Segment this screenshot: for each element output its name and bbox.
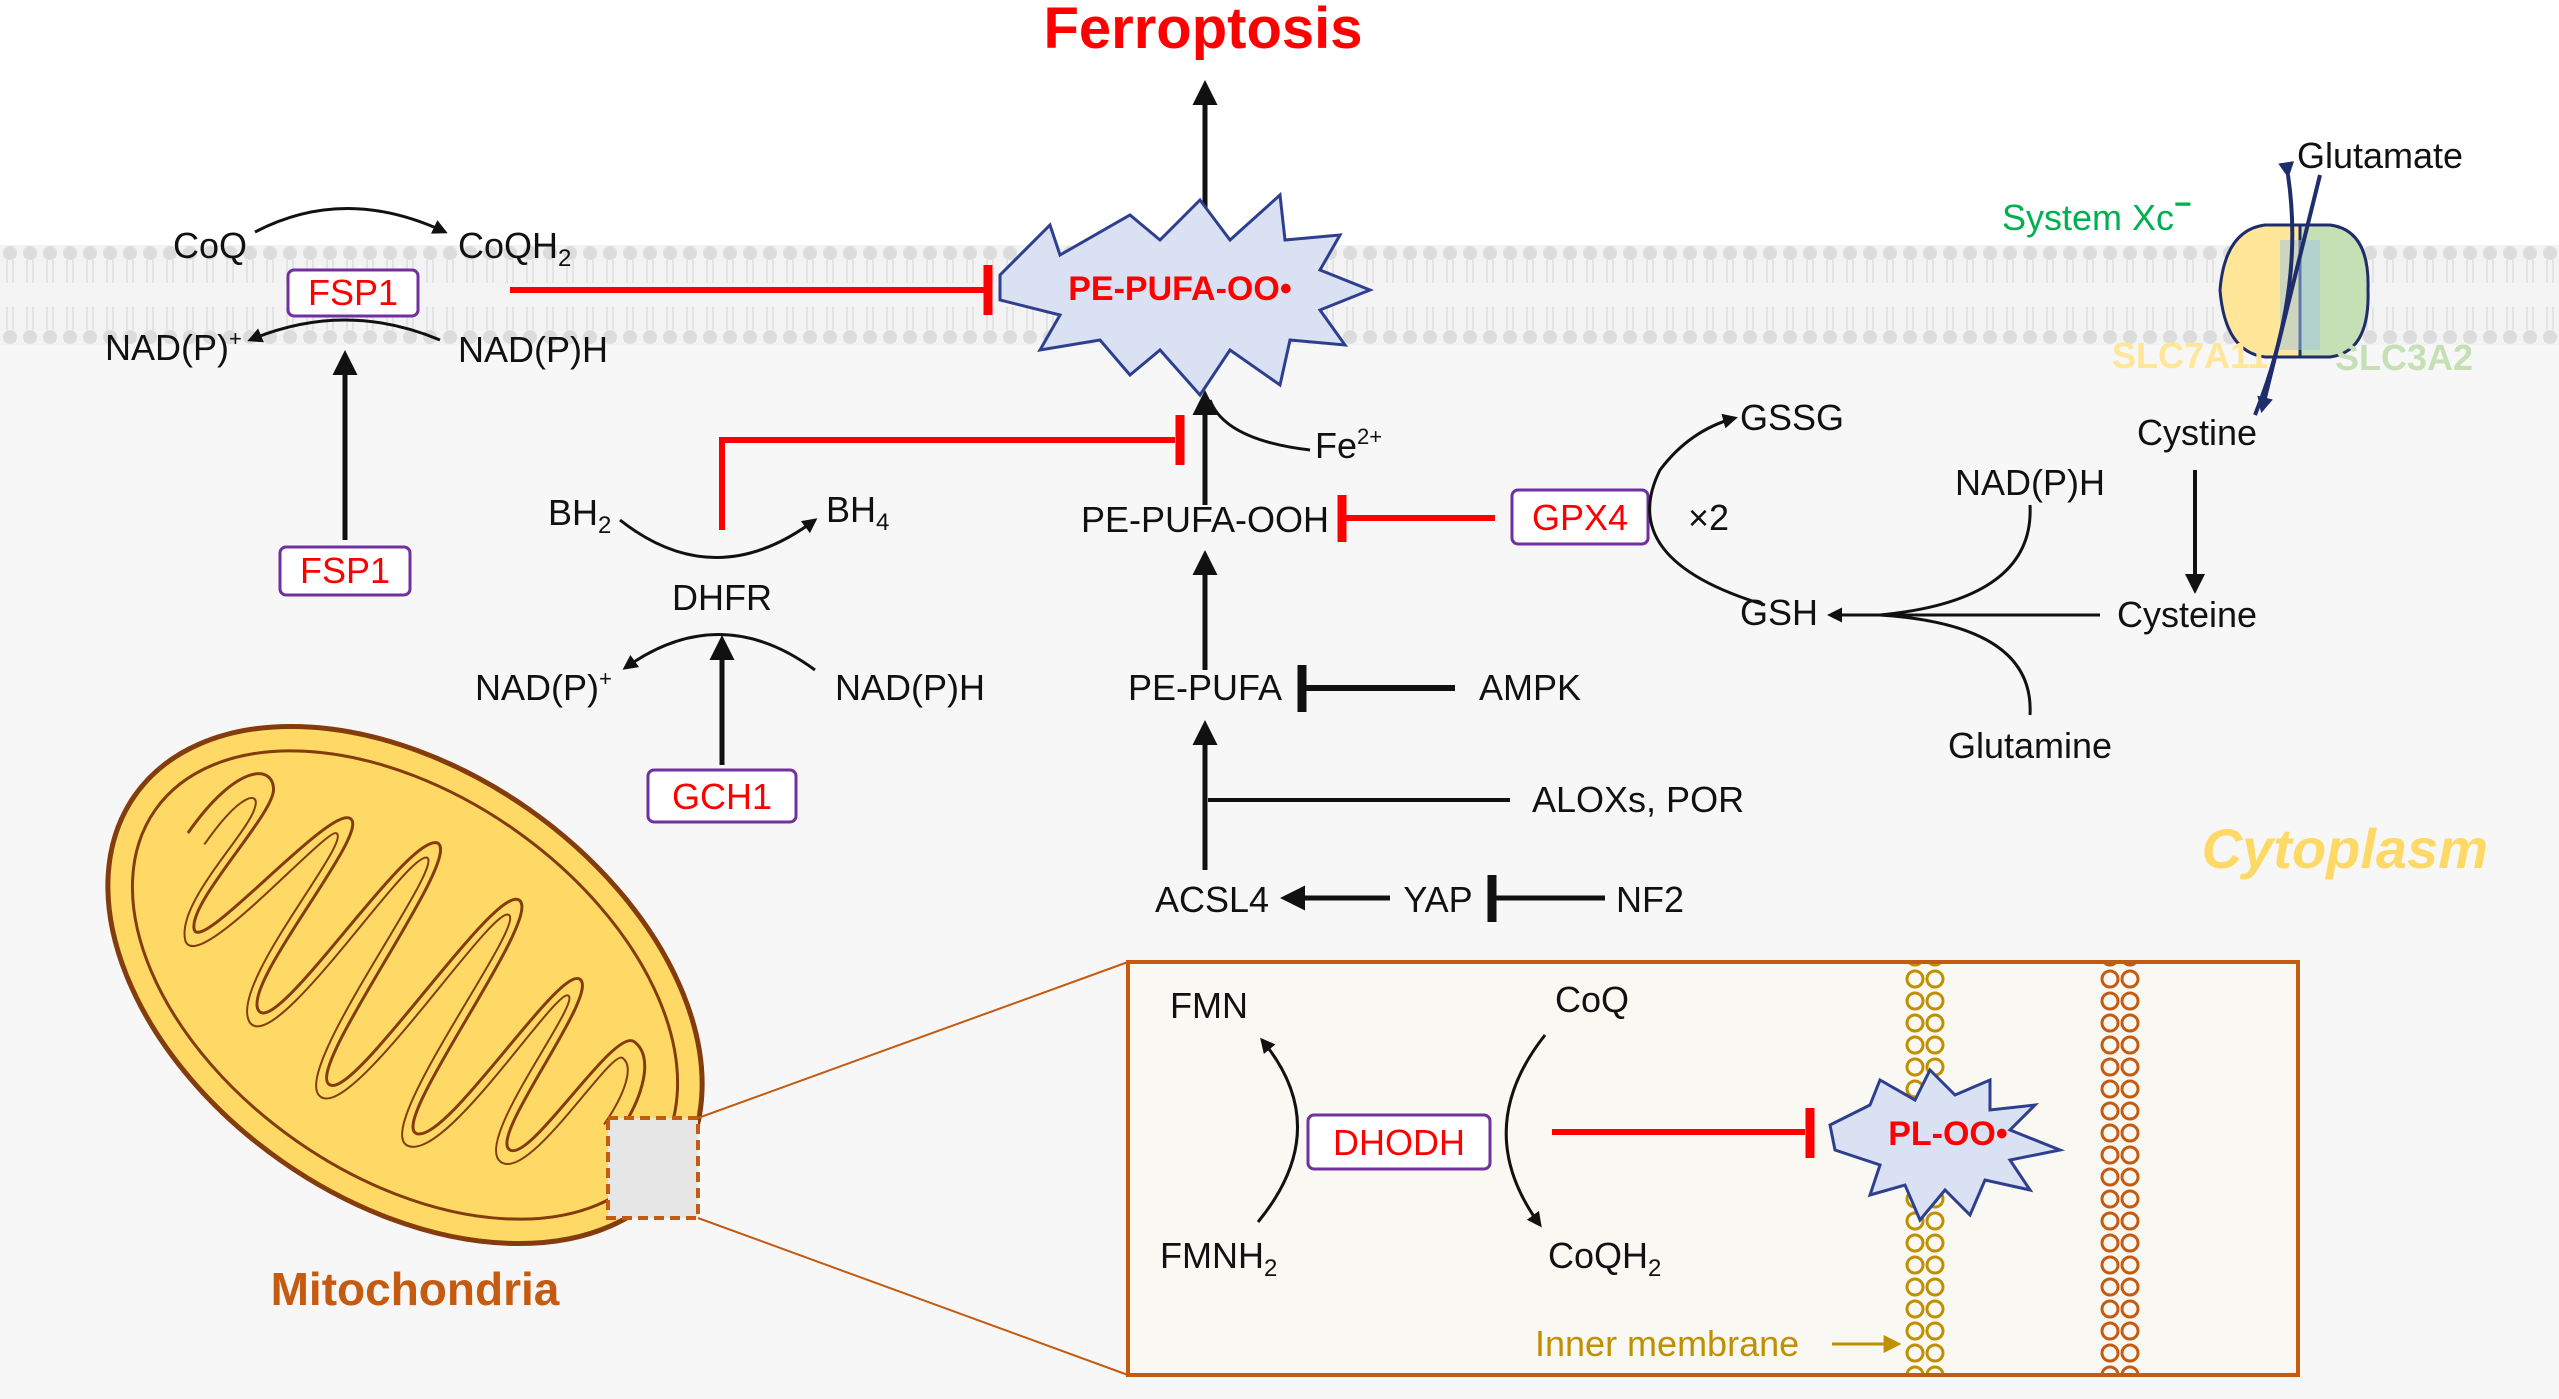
coq-to-coqh2-arrow xyxy=(254,207,448,234)
nadph-right-curve xyxy=(1879,504,2032,617)
slc3a2-label: SLC3A2 xyxy=(2335,337,2473,378)
ampk-label: AMPK xyxy=(1479,667,1581,708)
pl-oo-star xyxy=(1828,1067,2066,1223)
nadph-left-label: NAD(P)H xyxy=(458,329,608,370)
gsh-label: GSH xyxy=(1740,592,1818,633)
fsp1-bottom-label: FSP1 xyxy=(300,550,390,591)
inner-membrane-label: Inner membrane xyxy=(1535,1323,1799,1364)
coqh2-top-label: CoQH2 xyxy=(458,225,571,272)
glutamate-label: Glutamate xyxy=(2297,135,2463,176)
x2-label: ×2 xyxy=(1688,497,1729,538)
cystine-influx-arrow xyxy=(2257,174,2322,414)
nadp-plus-mid-label: NAD(P)+ xyxy=(475,666,612,708)
bh4-label: BH4 xyxy=(826,489,889,536)
nadph-right-label: NAD(P)H xyxy=(1955,462,2105,503)
yap-label: YAP xyxy=(1403,879,1472,920)
nadph-to-nadp-arrow-left xyxy=(247,318,441,343)
cytoplasm-label: Cytoplasm xyxy=(2202,817,2488,880)
pl-oo-label: PL-OO• xyxy=(1888,1115,2008,1153)
fmn-label: FMN xyxy=(1170,985,1248,1026)
gch1-label: GCH1 xyxy=(672,776,772,817)
inner-membrane-orange xyxy=(2100,964,2140,1373)
fsp1-top-box xyxy=(286,268,420,318)
fmnh2-label: FMNH2 xyxy=(1160,1235,1277,1282)
fe2-label: Fe2+ xyxy=(1315,424,1382,466)
system-xc-label: System Xc− xyxy=(2002,188,2192,238)
nadph-mid-label: NAD(P)H xyxy=(835,667,985,708)
bh2-to-bh4-arrow xyxy=(619,518,818,559)
zoom-region-box xyxy=(606,1116,700,1220)
coq-mito-label: CoQ xyxy=(1555,979,1629,1020)
aloxs-por-label: ALOXs, POR xyxy=(1532,779,1744,820)
diagram-title: Ferroptosis xyxy=(1043,0,1362,61)
pe-pufa-oo-star xyxy=(998,191,1375,398)
dhodh-box xyxy=(1306,1113,1492,1171)
pe-pufa-ooh-label: PE-PUFA-OOH xyxy=(1081,499,1329,540)
bh4-inhibition-line xyxy=(719,437,1175,530)
nadph-to-nadp-arrow-mid xyxy=(622,633,816,672)
fsp1-top-label: FSP1 xyxy=(308,272,398,313)
fe2-curve xyxy=(1208,399,1311,452)
dhodh-label: DHODH xyxy=(1333,1122,1465,1163)
bh2-label: BH2 xyxy=(548,492,611,539)
gssg-label: GSSG xyxy=(1740,397,1844,438)
coqh2-mito-label: CoQH2 xyxy=(1548,1235,1661,1282)
cystine-label: Cystine xyxy=(2137,412,2257,453)
coq-to-coqh2-mito-arrow xyxy=(1504,1034,1547,1228)
fmnh2-to-fmn-arrow xyxy=(1256,1037,1299,1223)
mitochondria-label: Mitochondria xyxy=(271,1263,560,1315)
coq-top-label: CoQ xyxy=(173,225,247,266)
acsl4-label: ACSL4 xyxy=(1155,879,1269,920)
pe-pufa-label: PE-PUFA xyxy=(1128,667,1282,708)
nadp-plus-left-label: NAD(P)+ xyxy=(105,326,242,368)
gpx4-box xyxy=(1510,488,1650,546)
gpx4-label: GPX4 xyxy=(1532,497,1628,538)
glutamine-label: Glutamine xyxy=(1948,725,2112,766)
zoom-line-bottom xyxy=(697,1217,1129,1376)
glutamine-curve xyxy=(1879,613,2032,716)
gch1-box xyxy=(646,768,798,824)
pe-pufa-oo-label: PE-PUFA-OO• xyxy=(1068,270,1291,308)
fsp1-bottom-box xyxy=(278,545,412,597)
cysteine-label: Cysteine xyxy=(2117,594,2257,635)
gsh-to-gssg-arrow xyxy=(1648,413,1766,607)
dhfr-label: DHFR xyxy=(672,577,772,618)
slc7a11-label: SLC7A11 xyxy=(2112,335,2268,376)
zoom-line-top xyxy=(697,961,1129,1119)
nf2-label: NF2 xyxy=(1616,879,1684,920)
mitochondrion xyxy=(105,723,705,1247)
